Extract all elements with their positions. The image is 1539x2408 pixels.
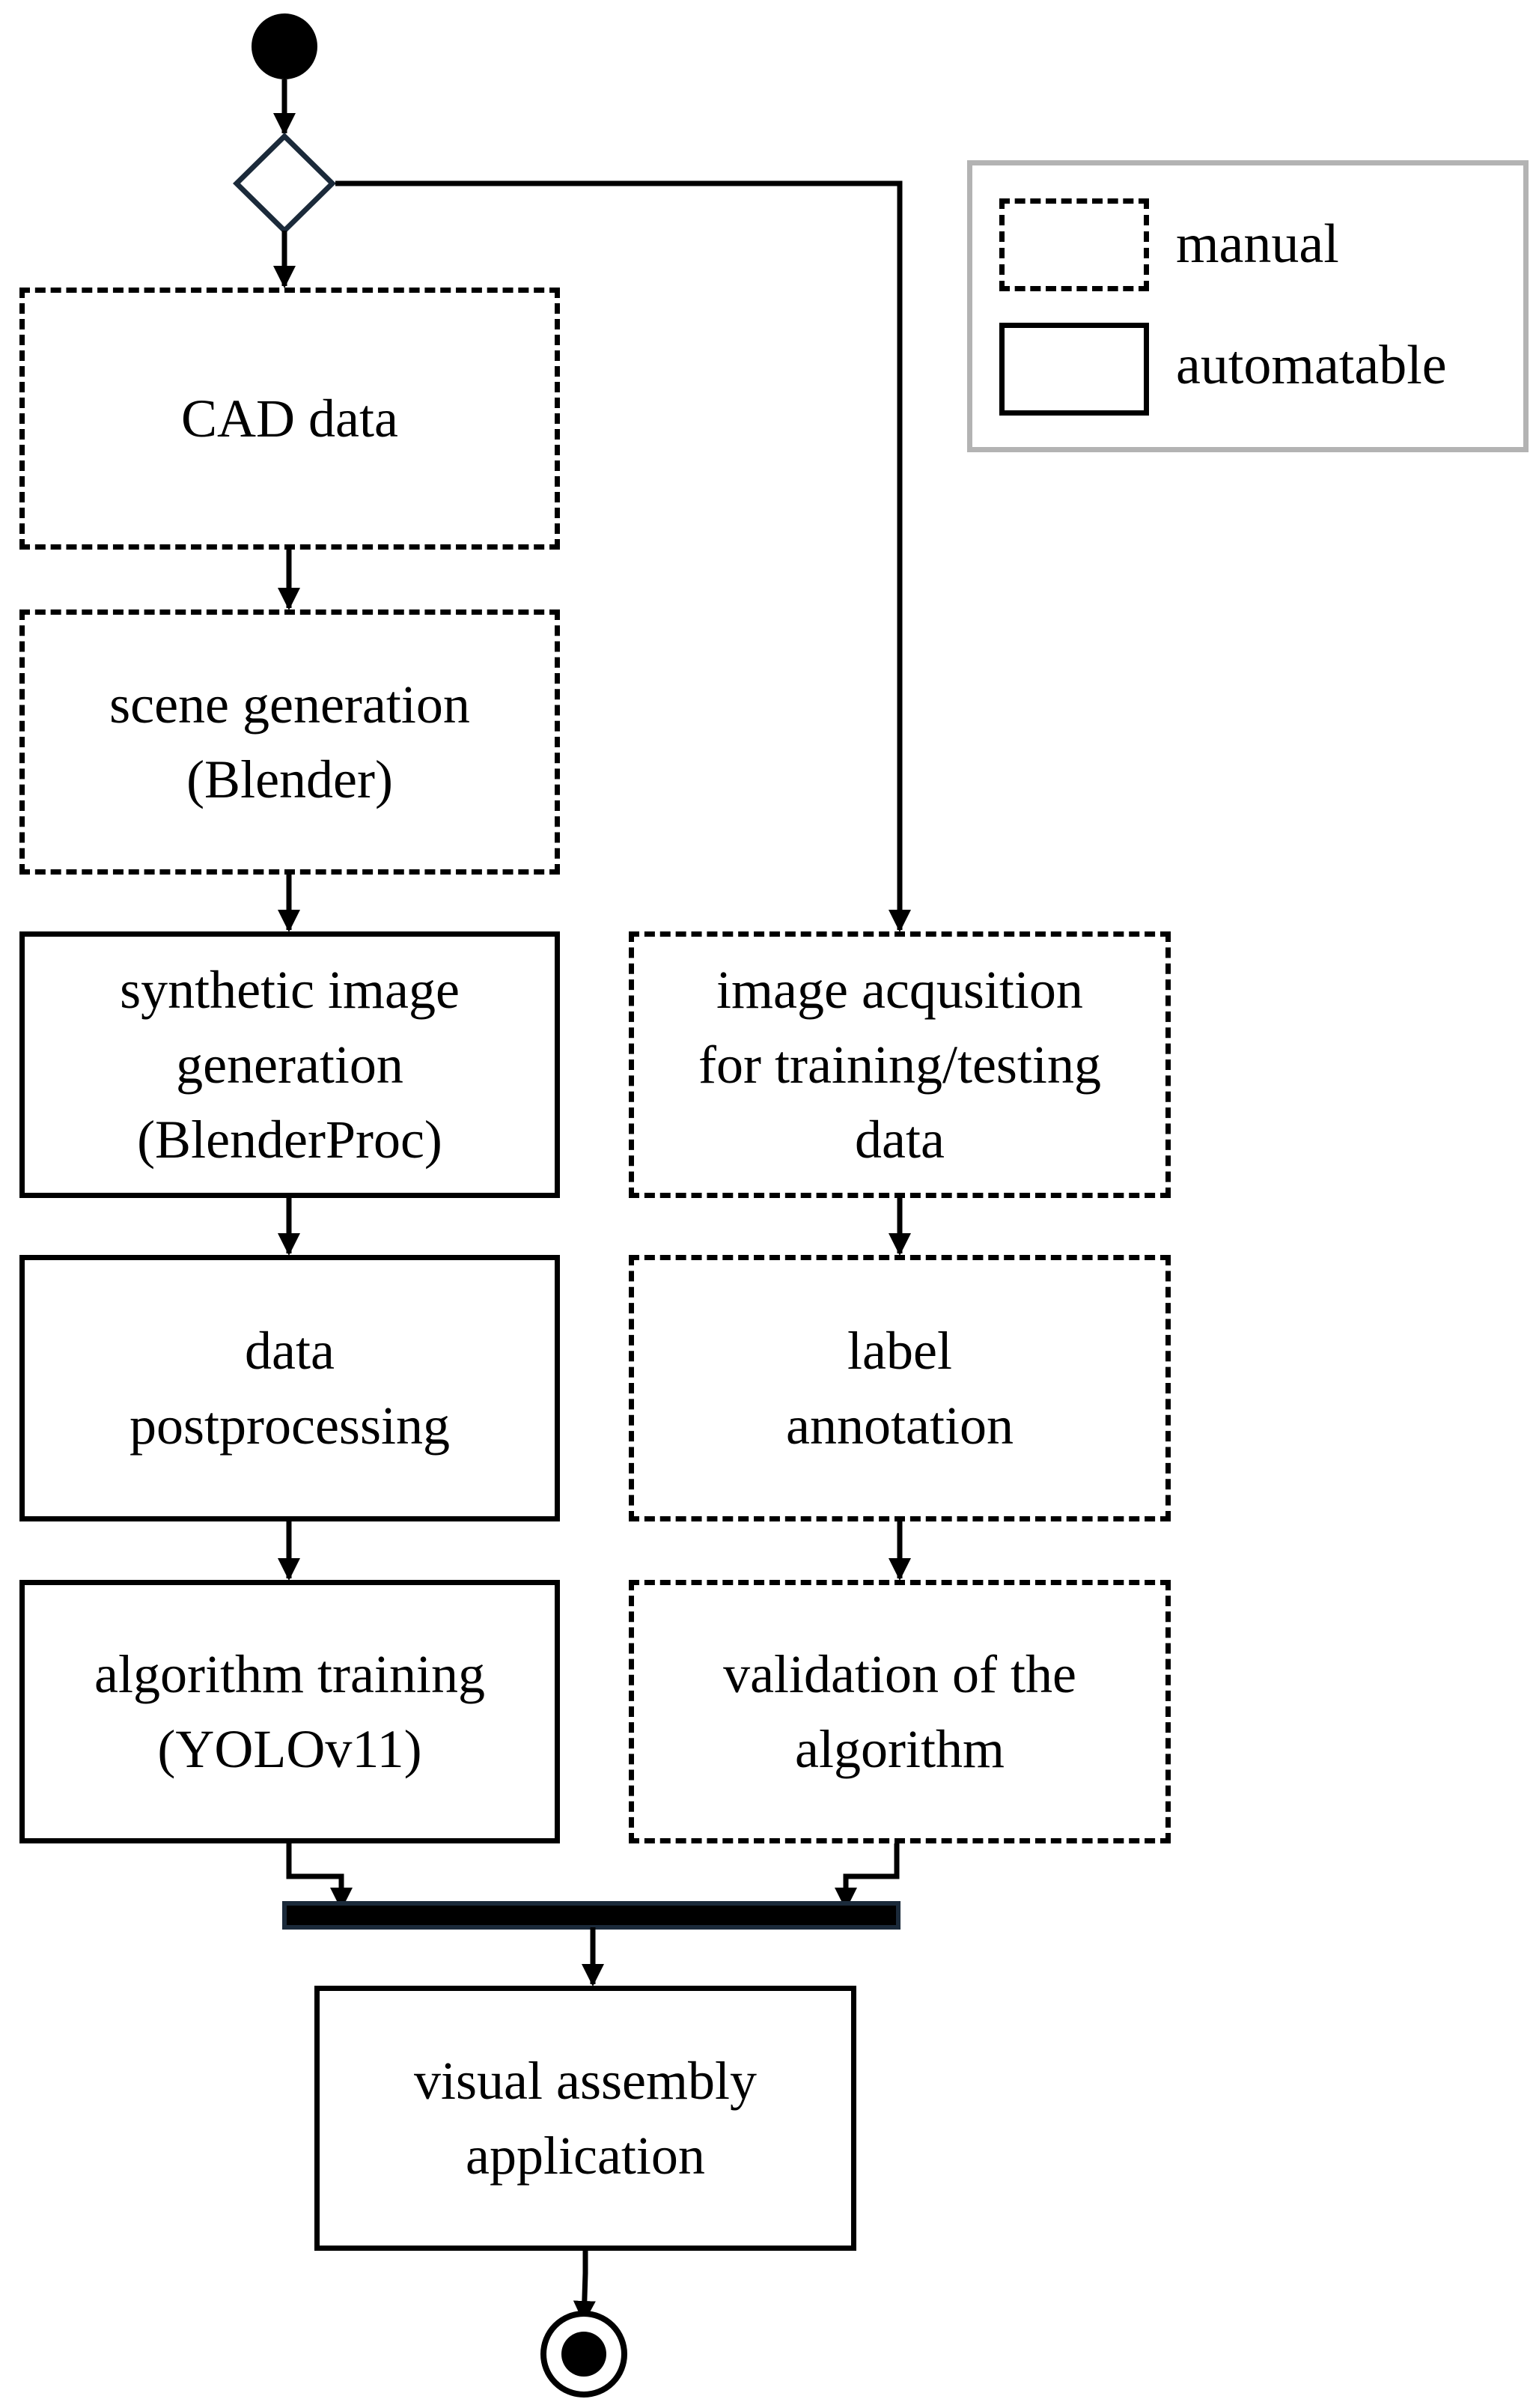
legend-manual-swatch [999,198,1149,291]
visual-assembly-application-node: visual assembly application [314,1986,856,2251]
image-acquisition-label: image acqusition for training/testing da… [698,960,1101,1170]
end-node-dot [561,2332,606,2377]
synthetic-image-generation-label: synthetic image generation (BlenderProc) [120,960,460,1170]
legend-manual-label: manual [1176,213,1339,275]
flow-arrow-validation-to-join [835,1843,900,1910]
algorithm-training-node: algorithm training (YOLOv11) [19,1580,560,1843]
scene-generation-node: scene generation (Blender) [19,609,560,875]
join-bar [282,1901,900,1930]
start-node [252,13,317,79]
scene-generation-label: scene generation (Blender) [109,675,470,809]
decision-node [233,133,336,234]
synthetic-image-generation-node: synthetic image generation (BlenderProc) [19,931,560,1198]
legend: manual automatable [967,160,1529,452]
label-annotation-label: label annotation [786,1321,1014,1456]
flow-arrow-decision-to-acquisition [335,180,911,932]
visual-assembly-application-label: visual assembly application [414,2051,757,2186]
label-annotation-node: label annotation [629,1255,1171,1521]
cad-data-label: CAD data [181,389,398,449]
cad-data-node: CAD data [19,288,560,550]
algorithm-training-label: algorithm training (YOLOv11) [94,1644,485,1779]
data-postprocessing-label: data postprocessing [129,1321,450,1456]
flow-arrow-training-to-join [286,1843,353,1910]
legend-automatable-swatch [999,323,1149,416]
legend-automatable-label: automatable [1176,335,1447,396]
data-postprocessing-node: data postprocessing [19,1255,560,1521]
validation-label: validation of the algorithm [723,1644,1076,1779]
flow-arrow-application-to-end [573,2251,596,2323]
validation-node: validation of the algorithm [629,1580,1171,1843]
image-acquisition-node: image acqusition for training/testing da… [629,931,1171,1198]
